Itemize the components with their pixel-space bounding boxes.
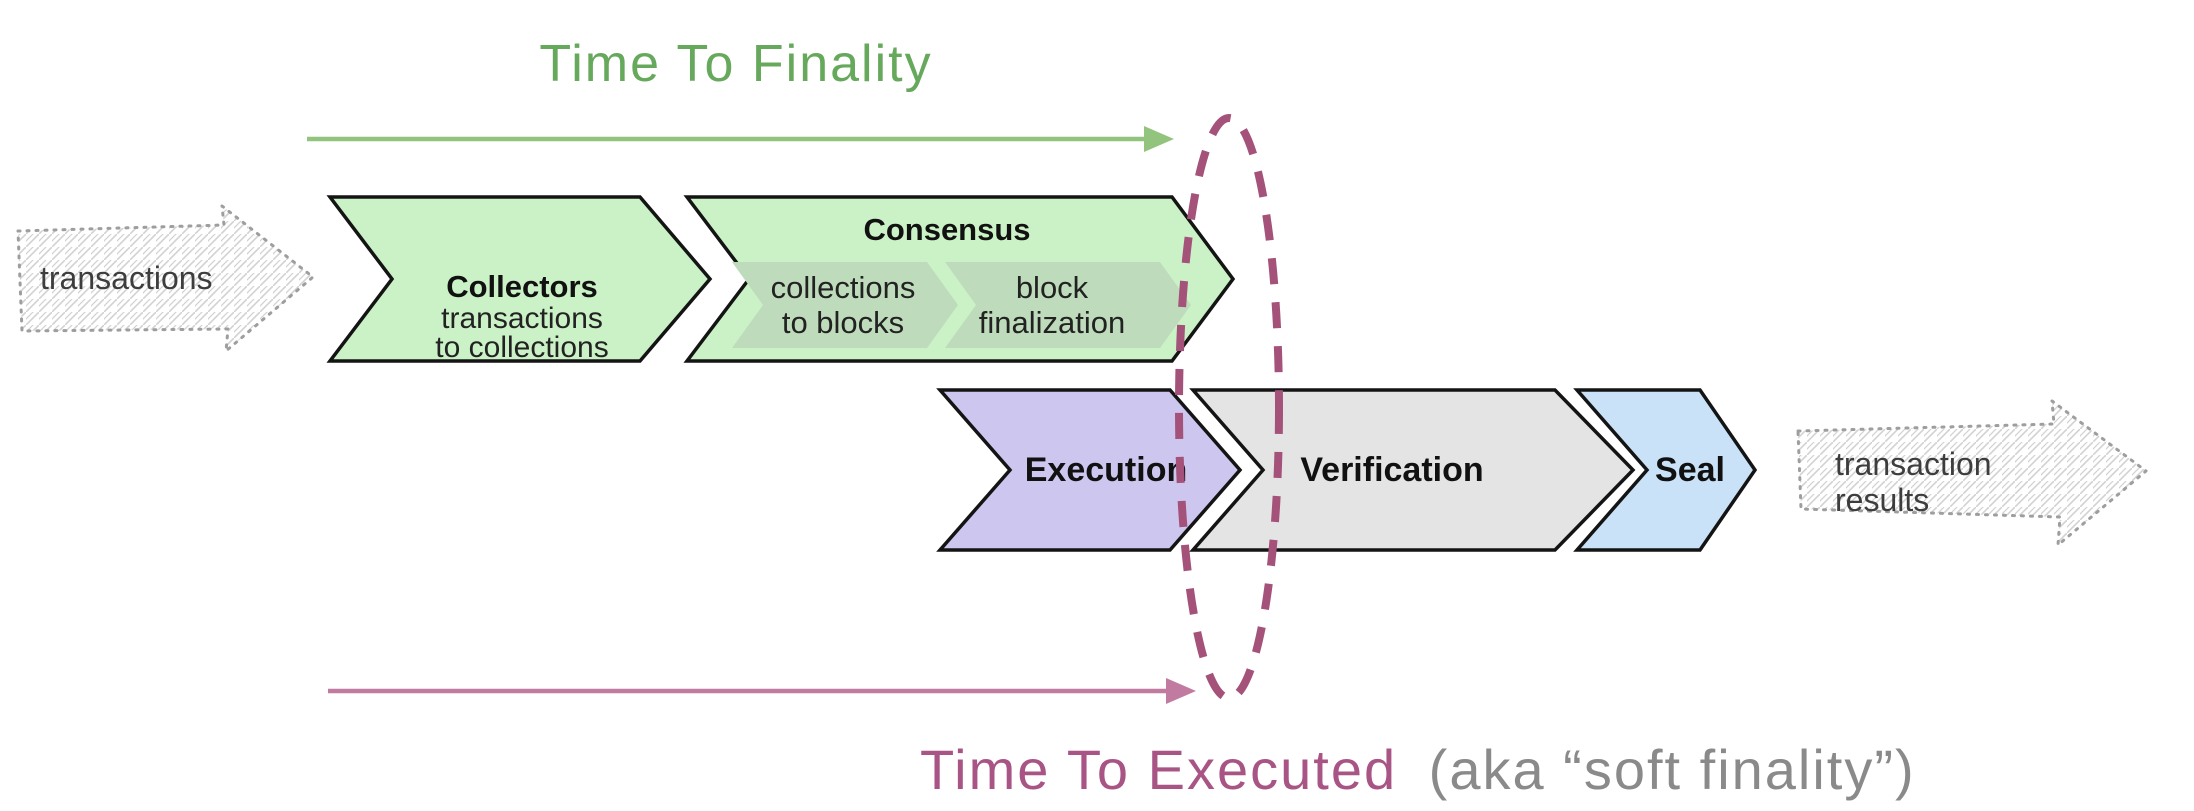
executed-arrowhead-icon xyxy=(1166,678,1196,704)
executed-timeline-arrow xyxy=(328,678,1196,704)
consensus-title: Consensus xyxy=(863,212,1030,247)
input-arrow-label: transactions xyxy=(40,260,213,296)
seal-chevron xyxy=(1573,388,1758,552)
consensus-substep2-chevron xyxy=(945,262,1191,348)
stage-verification: Verification xyxy=(1189,388,1636,552)
stage-execution: Execution xyxy=(936,388,1243,552)
soft-finality-ellipse xyxy=(1175,114,1283,702)
input-arrow-shape xyxy=(16,204,315,353)
output-arrow-label-line1: transaction xyxy=(1835,446,1992,482)
stage-collectors: Collectors transactions to collections xyxy=(326,195,713,364)
collectors-line1: transactions xyxy=(441,302,603,335)
substep2-line2: finalization xyxy=(979,305,1125,340)
finality-arrowhead-icon xyxy=(1144,126,1174,152)
substep1-line2: to blocks xyxy=(782,305,904,340)
collectors-chevron xyxy=(326,195,713,363)
consensus-substep1-chevron xyxy=(732,262,958,348)
substep2-line1: block xyxy=(1016,270,1089,305)
collectors-title: Collectors xyxy=(446,269,598,304)
verification-chevron xyxy=(1189,388,1636,552)
transactions-input-arrow: transactions xyxy=(16,204,315,353)
execution-chevron xyxy=(936,388,1243,552)
finality-timeline-arrow xyxy=(307,126,1174,152)
output-arrow-shape xyxy=(1796,399,2148,547)
execution-title: Execution xyxy=(1025,451,1187,489)
time-to-executed-note: (aka “soft finality”) xyxy=(1429,738,1916,801)
transaction-results-output-arrow: transaction results xyxy=(1796,399,2148,547)
time-to-finality-title: Time To Finality xyxy=(539,35,932,93)
verification-title: Verification xyxy=(1300,451,1483,489)
output-arrow-label-line2: results xyxy=(1835,482,1929,518)
time-to-executed-main: Time To Executed xyxy=(920,738,1397,801)
stage-seal: Seal xyxy=(1573,388,1758,552)
time-to-executed-title: Time To Executed (aka “soft finality”) xyxy=(920,738,1916,801)
stage-consensus: Consensus collections to blocks block fi… xyxy=(683,195,1236,363)
substep1-line1: collections xyxy=(771,270,916,305)
collectors-line2: to collections xyxy=(435,331,608,364)
seal-title: Seal xyxy=(1655,451,1725,489)
